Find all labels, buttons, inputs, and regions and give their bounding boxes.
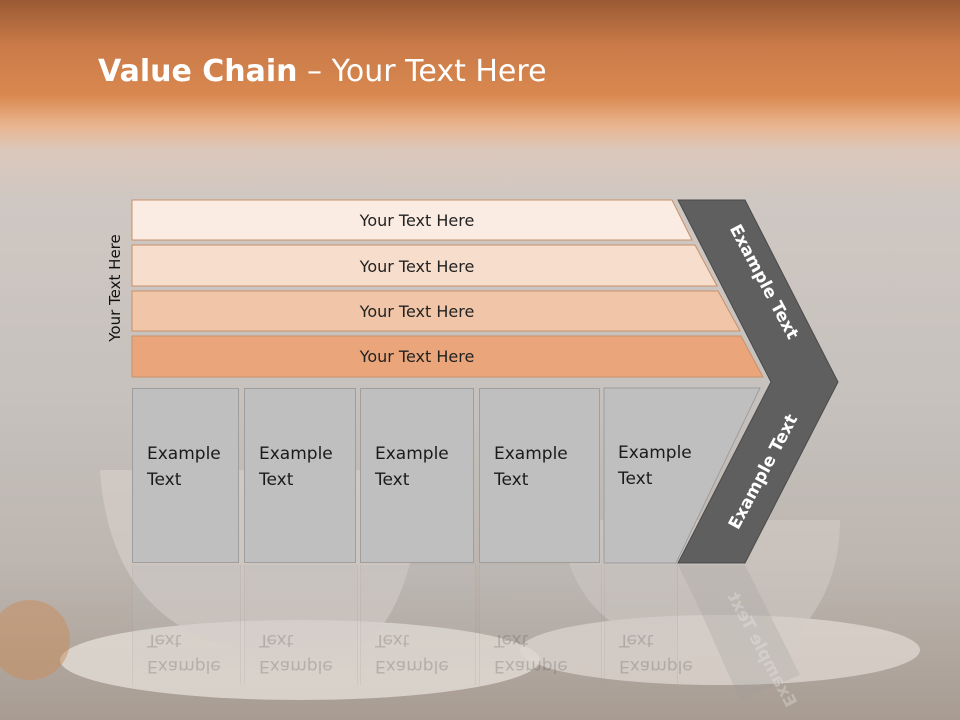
activity-box-5-label: Example Text	[618, 443, 692, 489]
box-1-reflection-text: Example Text	[147, 630, 221, 676]
band-2-label: Your Text Here	[359, 256, 475, 276]
band-1-label: Your Text Here	[359, 210, 475, 230]
box-4-reflection-text: Example Text	[494, 630, 568, 676]
band-2-shape	[131, 244, 718, 287]
box-3-reflection: Example Text	[360, 565, 476, 685]
activity-box-3: Example Text	[360, 388, 474, 563]
chevron-reflection	[678, 565, 800, 700]
box-5-reflection: Example Text	[604, 565, 693, 685]
box-4-reflection: Example Text	[479, 565, 602, 685]
activity-box-2: Example Text	[244, 388, 356, 563]
activity-box-2-label: Example Text	[259, 444, 333, 490]
activity-box-5: Example Text	[604, 388, 704, 563]
box-5-reflection-text: Example Text	[619, 630, 693, 676]
box-2-reflection: Example Text	[244, 565, 358, 685]
box-1-reflection: Example Text	[132, 565, 241, 685]
slide-title: Value Chain – Your Text Here	[98, 54, 547, 89]
band-4-label: Your Text Here	[359, 346, 475, 366]
band-3-shape	[131, 290, 741, 332]
activity-box-1-label: Example Text	[147, 444, 221, 490]
activity-box-1: Example Text	[132, 388, 239, 563]
activity-box-4-label: Example Text	[494, 444, 568, 490]
band-3-label: Your Text Here	[359, 301, 475, 321]
band-1-shape	[131, 199, 693, 241]
box-2-reflection-text: Example Text	[259, 630, 333, 676]
title-bold: Value Chain	[98, 54, 298, 89]
activity-box-3-label: Example Text	[375, 444, 449, 490]
title-rest: – Your Text Here	[297, 54, 547, 89]
activity-box-4: Example Text	[479, 388, 600, 563]
band-4-shape	[131, 335, 764, 378]
box-3-reflection-text: Example Text	[375, 630, 449, 676]
chevron-shape	[677, 199, 839, 564]
